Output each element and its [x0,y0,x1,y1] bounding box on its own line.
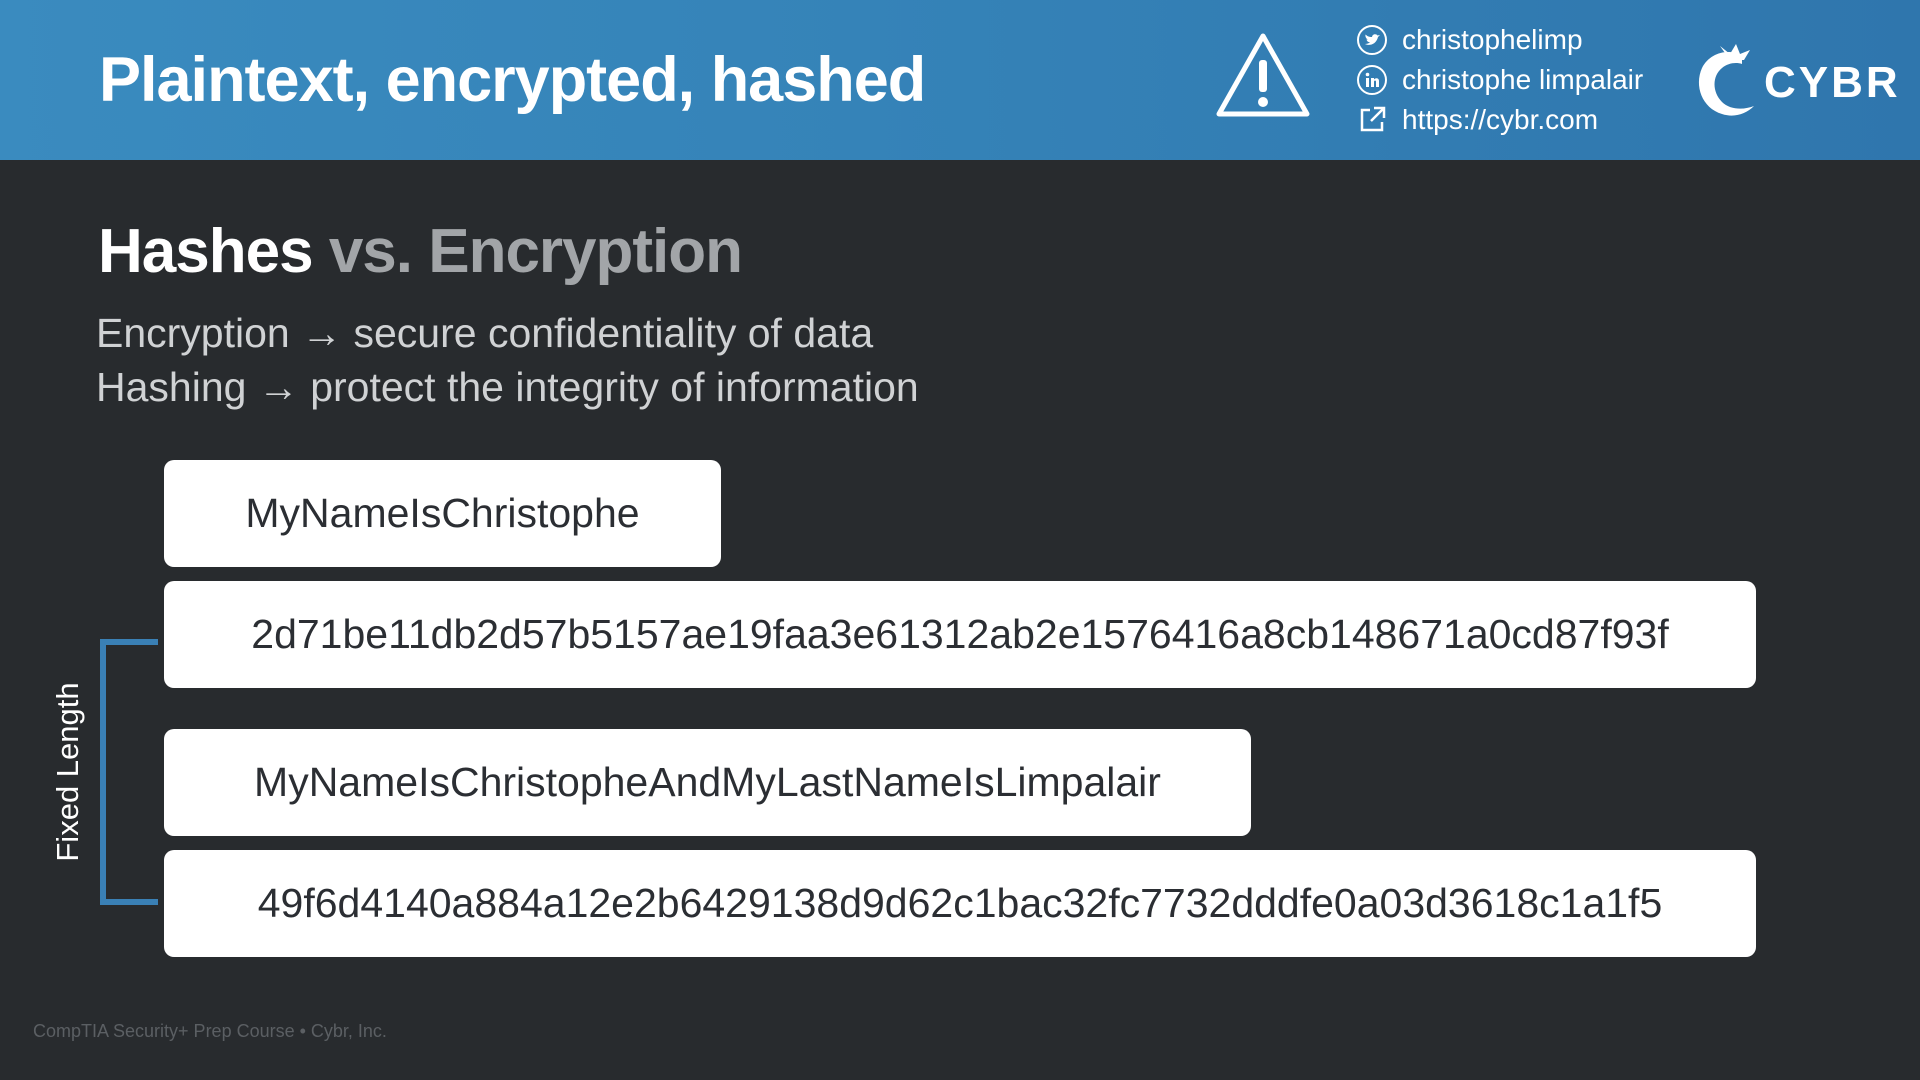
title-vs-encryption: vs. Encryption [328,217,743,286]
linkedin-name: christophe limpalair [1402,64,1644,95]
header-bar: Plaintext, encrypted, hashed christophel… [0,0,1920,160]
cybr-logo: CYBR [1690,38,1901,122]
cybr-bird-icon [1698,44,1754,116]
encryption-definition: Encryption → secure confidentiality of d… [96,310,874,356]
plaintext-long-text: MyNameIsChristopheAndMyLastNameIsLimpala… [254,759,1161,805]
fixed-length-bracket [100,639,158,905]
website-link[interactable]: https://cybr.com [1356,100,1643,140]
plaintext-short-text: MyNameIsChristophe [245,490,640,536]
twitter-link[interactable]: christophelimp [1356,20,1643,60]
hash-box-long: 49f6d4140a884a12e2b6429138d9d62c1bac32fc… [164,850,1756,957]
plaintext-box-long: MyNameIsChristopheAndMyLastNameIsLimpala… [164,729,1251,836]
hashing-definition: Hashing → protect the integrity of infor… [96,364,919,410]
hash-box-short: 2d71be11db2d57b5157ae19faa3e61312ab2e157… [164,581,1756,688]
hash-short-text: 2d71be11db2d57b5157ae19faa3e61312ab2e157… [251,611,1669,657]
logo-text: CYBR [1764,58,1901,107]
twitter-icon [1357,25,1387,55]
title-hashes: Hashes [98,217,314,286]
social-links: christophelimp christophe limpalair http… [1356,20,1643,140]
fixed-length-label: Fixed Length [50,682,85,862]
warning-icon [1216,33,1310,117]
slide-title: Plaintext, encrypted, hashed [99,45,926,115]
website-url: https://cybr.com [1402,104,1599,135]
twitter-handle: christophelimp [1402,24,1583,55]
linkedin-link[interactable]: christophe limpalair [1356,60,1643,100]
hash-long-text: 49f6d4140a884a12e2b6429138d9d62c1bac32fc… [257,880,1663,926]
section-title: Hashes vs. Encryption [98,216,743,287]
plaintext-box-short: MyNameIsChristophe [164,460,721,567]
external-link-icon [1360,106,1386,132]
footer-credit: CompTIA Security+ Prep Course • Cybr, In… [33,1021,387,1041]
linkedin-icon [1357,65,1387,95]
